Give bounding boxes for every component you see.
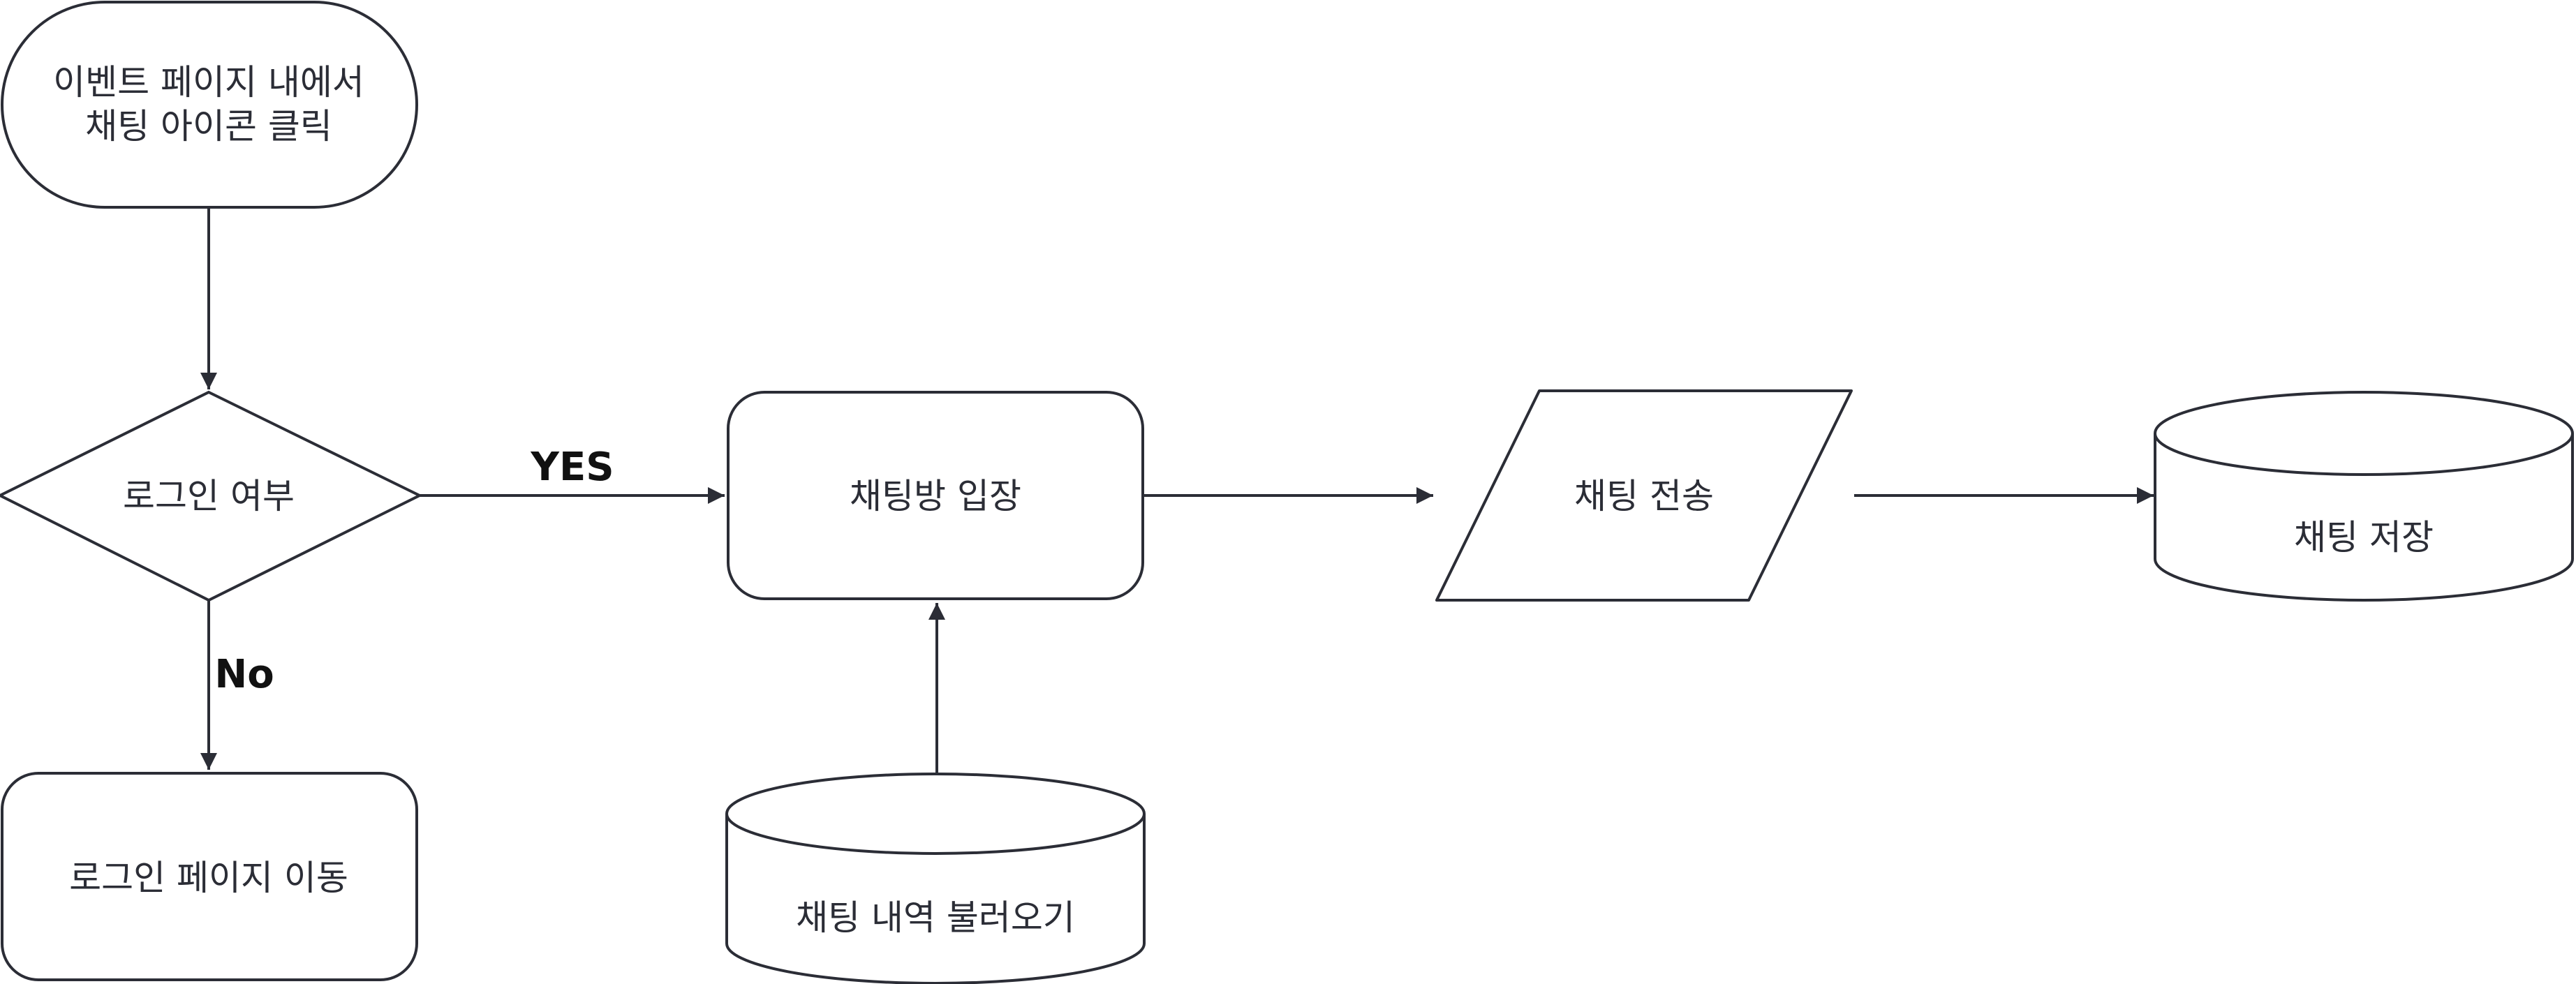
node-login-page: 로그인 페이지 이동 bbox=[1, 772, 418, 981]
node-login-page-label: 로그인 페이지 이동 bbox=[69, 858, 348, 898]
node-enter-room: 채팅방 입장 bbox=[727, 391, 1144, 600]
node-start: 이벤트 페이지 내에서 채팅 아이콘 클릭 bbox=[1, 1, 418, 209]
database-top bbox=[2154, 391, 2574, 476]
edge-label-yes: YES bbox=[530, 445, 614, 490]
edge-label-no: No bbox=[214, 652, 274, 697]
node-enter-room-label: 채팅방 입장 bbox=[850, 476, 1021, 516]
process-shape bbox=[1, 772, 418, 981]
terminator-shape bbox=[1, 1, 418, 209]
connectors bbox=[200, 208, 2154, 773]
node-login-check: 로그인 여부 bbox=[0, 390, 423, 602]
database-body bbox=[2154, 433, 2574, 602]
node-load-history: 채팅 내역 불러오기 bbox=[725, 773, 1146, 984]
decision-shape bbox=[0, 390, 423, 602]
node-save-chat-label: 채팅 저장 bbox=[2294, 517, 2434, 558]
node-login-check-label: 로그인 여부 bbox=[123, 476, 295, 516]
node-send-chat: 채팅 전송 bbox=[1435, 389, 1853, 602]
input-output-shape bbox=[1435, 389, 1853, 602]
database-body bbox=[725, 814, 1146, 984]
node-save-chat: 채팅 저장 bbox=[2154, 391, 2574, 602]
node-load-history-label: 채팅 내역 불러오기 bbox=[796, 897, 1075, 938]
node-send-chat-label: 채팅 전송 bbox=[1574, 476, 1714, 516]
database-top bbox=[725, 773, 1146, 855]
node-start-line1: 이벤트 페이지 내에서 bbox=[53, 62, 364, 103]
node-start-line2: 채팅 아이콘 클릭 bbox=[85, 106, 332, 147]
process-shape bbox=[727, 391, 1144, 600]
